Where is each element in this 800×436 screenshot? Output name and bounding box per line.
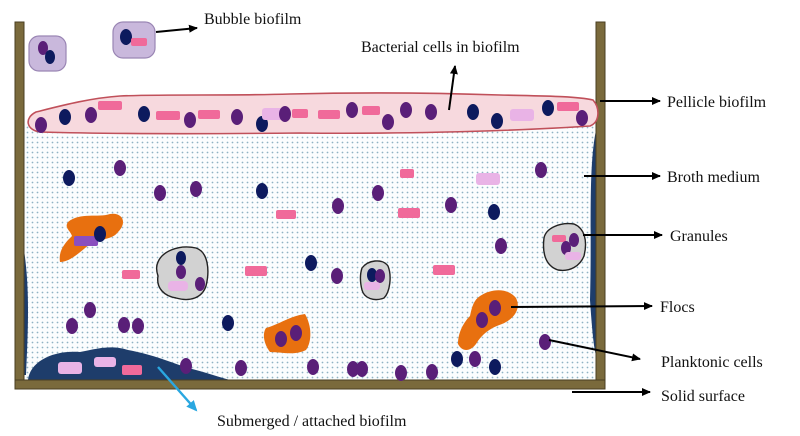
cell-dark <box>488 204 500 220</box>
cell-purple <box>425 104 437 120</box>
cell-purple <box>426 364 438 380</box>
flocs-arrow <box>510 302 653 311</box>
cell-dark <box>222 315 234 331</box>
cell-dark <box>451 351 463 367</box>
submerged-biofilm-arrow <box>157 366 198 412</box>
cell-dark <box>256 183 268 199</box>
floc-middle <box>263 314 311 354</box>
cell-purple <box>66 318 78 334</box>
cell-purple <box>382 114 394 130</box>
cell-purple <box>400 102 412 118</box>
cell-pink <box>318 110 340 119</box>
submerged-biofilm-cells <box>58 357 142 375</box>
label-planktonic-cells: Planktonic cells <box>661 354 763 371</box>
left-wall-biofilm <box>24 250 28 375</box>
cell-pink <box>557 102 579 111</box>
cell-purple <box>154 185 166 201</box>
cell-purple <box>346 102 358 118</box>
cell-pink <box>245 266 267 276</box>
granule-right <box>542 222 587 272</box>
cell-dark <box>491 113 503 129</box>
cell-pink <box>276 210 296 219</box>
label-submerged-biofilm: Submerged / attached biofilm <box>217 413 407 430</box>
cell-purple <box>235 360 247 376</box>
cell-purple <box>190 181 202 197</box>
label-broth-medium: Broth medium <box>667 169 760 186</box>
cell-light-pink <box>510 109 534 121</box>
floc-left <box>59 213 124 262</box>
label-bacterial-cells: Bacterial cells in biofilm <box>361 39 520 56</box>
cell-pink <box>156 111 180 120</box>
cell-purple <box>576 110 588 126</box>
cell-pink <box>198 110 220 119</box>
pellicle-cells <box>35 100 588 133</box>
cell-purple <box>84 302 96 318</box>
cell-purple <box>372 185 384 201</box>
cell-dark <box>138 106 150 122</box>
label-bubble-biofilm: Bubble biofilm <box>204 11 302 28</box>
cell-purple <box>332 198 344 214</box>
cell-pink <box>433 265 455 275</box>
container-right-wall <box>595 21 606 388</box>
cell-purple <box>35 117 47 133</box>
label-granules: Granules <box>670 228 728 245</box>
cell-pink <box>122 365 142 375</box>
cell-pink <box>400 169 414 178</box>
cell-purple <box>469 351 481 367</box>
cell-purple <box>279 106 291 122</box>
cell-purple <box>539 334 551 350</box>
cell-purple <box>307 359 319 375</box>
cell-light-pink <box>94 357 116 367</box>
cell-dark <box>63 170 75 186</box>
bacterial-cells-arrow <box>448 65 458 111</box>
bubble-biofilm <box>112 21 156 59</box>
right-wall-biofilm <box>590 130 596 355</box>
granule-left <box>155 246 209 301</box>
cell-purple <box>184 112 196 128</box>
pellicle-biofilm <box>27 92 599 135</box>
cell-purple <box>132 318 144 334</box>
cell-purple <box>231 109 243 125</box>
label-pellicle-biofilm: Pellicle biofilm <box>667 94 767 111</box>
cell-dark <box>542 100 554 116</box>
planktonic-cells <box>63 160 551 381</box>
cell-dark <box>59 109 71 125</box>
arrows <box>155 24 663 412</box>
cell-purple <box>395 365 407 381</box>
cell-purple <box>331 268 343 284</box>
planktonic-arrow <box>548 339 641 362</box>
cell-dark <box>489 359 501 375</box>
cell-purple <box>347 361 359 377</box>
cell-pink <box>362 106 380 115</box>
solid-surface <box>14 379 606 390</box>
cell-dark <box>305 255 317 271</box>
cell-purple <box>356 361 368 377</box>
bubble-arrow <box>155 24 198 33</box>
granule-middle <box>359 260 391 301</box>
cell-purple <box>114 160 126 176</box>
cell-pink <box>122 270 140 279</box>
cell-light-pink <box>476 173 500 185</box>
floc-right <box>458 290 518 350</box>
label-solid-surface: Solid surface <box>661 388 745 405</box>
cell-purple <box>535 162 547 178</box>
cell-purple <box>85 107 97 123</box>
cell-purple <box>445 197 457 213</box>
cell-purple <box>180 358 192 374</box>
container-left-wall <box>14 21 25 388</box>
broth-medium-dots <box>24 124 596 380</box>
cell-pink <box>398 208 420 218</box>
cell-pink <box>292 109 308 118</box>
cell-light-pink <box>58 362 82 374</box>
cell-purple <box>118 317 130 333</box>
cell-purple <box>495 238 507 254</box>
label-flocs: Flocs <box>660 299 695 316</box>
bubble-biofilm-small <box>28 35 67 72</box>
cell-pink <box>98 101 122 110</box>
cell-dark <box>467 104 479 120</box>
